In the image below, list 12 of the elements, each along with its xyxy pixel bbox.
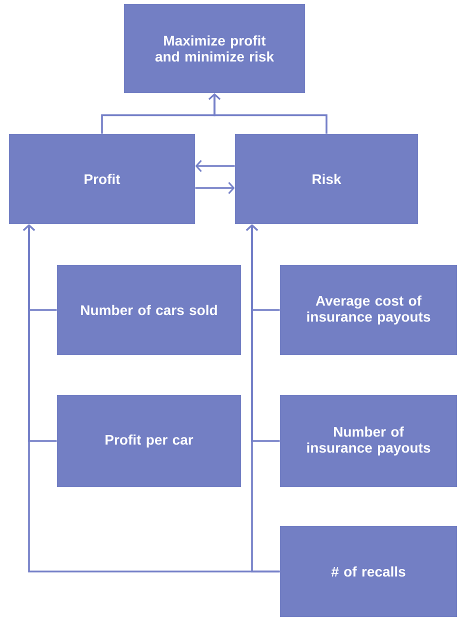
arrow [195,160,235,172]
arrow [195,182,235,194]
arrow [208,93,328,134]
process-box: Profit [9,134,195,224]
process-box: Maximize profit and minimize risk [124,4,305,93]
process-box: Profit per car [57,395,241,487]
process-box: Risk [235,134,418,224]
process-box: # of recalls [280,526,457,617]
process-box: Average cost of insurance payouts [280,265,457,355]
process-box: Number of insurance payouts [280,395,457,487]
arrow [246,224,280,572]
process-box: Number of cars sold [57,265,241,355]
